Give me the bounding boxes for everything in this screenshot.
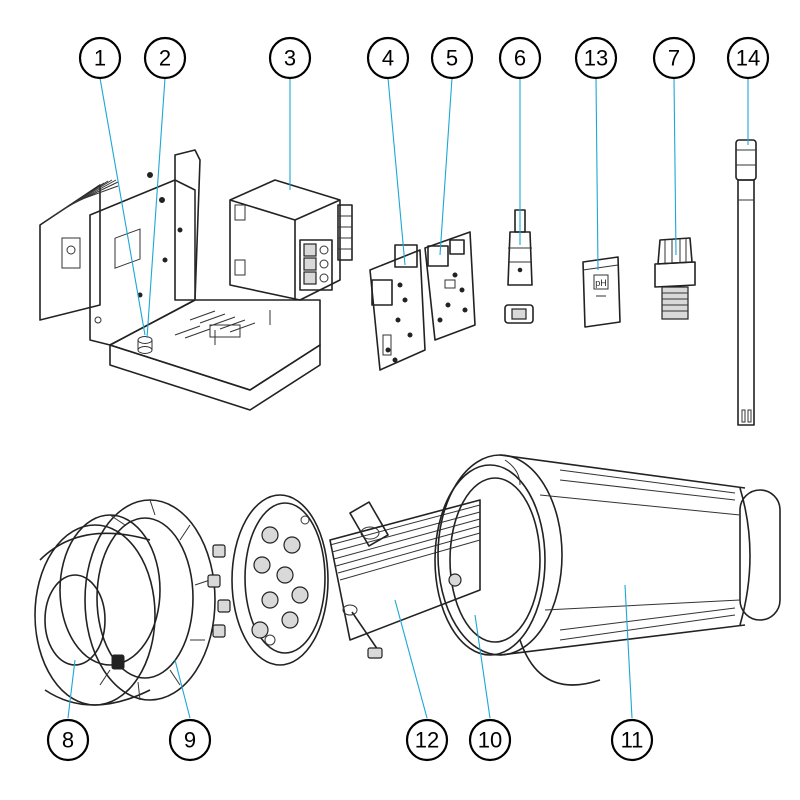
pcb-board-5: [424, 231, 476, 341]
leader-7: [673, 77, 677, 256]
leader-9: [174, 659, 191, 719]
callout-6: 6: [498, 36, 542, 80]
ph-probe-label: pH: [582, 256, 621, 328]
chassis-bracket: [89, 149, 321, 411]
callout-1: 1: [78, 36, 122, 80]
callout-3: 3: [268, 36, 312, 80]
callout-2-label: 2: [159, 46, 171, 71]
callout-5-label: 5: [446, 46, 458, 71]
leader-1: [99, 77, 146, 336]
callout-10: 10: [468, 718, 512, 762]
callout-11: 11: [610, 718, 654, 762]
locking-ring: [84, 499, 216, 701]
transformer-unit: [229, 179, 353, 301]
bolts-nuts: [207, 544, 231, 638]
leader-10: [474, 614, 491, 719]
callout-3-label: 3: [284, 46, 296, 71]
ph-glyph-icon: pH: [595, 278, 607, 288]
callout-1-label: 1: [94, 46, 106, 71]
callout-13: 13: [574, 36, 618, 80]
callout-11-label: 11: [621, 728, 644, 753]
leader-12: [394, 599, 428, 719]
power-connector: [504, 209, 534, 324]
callout-12-label: 12: [415, 728, 439, 753]
callout-8: 8: [46, 718, 90, 762]
callout-14-label: 14: [736, 46, 760, 71]
leader-lines: [67, 77, 749, 719]
callout-9-label: 9: [184, 728, 196, 753]
leader-4: [387, 77, 406, 266]
callout-7: 7: [652, 36, 696, 80]
callout-13-label: 13: [584, 46, 608, 71]
callout-10-label: 10: [478, 728, 502, 753]
cell-housing: [437, 454, 781, 686]
leader-2: [146, 77, 166, 339]
callout-5: 5: [430, 36, 474, 80]
cable-gland: [654, 237, 696, 320]
seal-ring: [434, 464, 546, 656]
pcb-board-4: [369, 244, 426, 371]
callout-2: 2: [143, 36, 187, 80]
callout-12: 12: [405, 718, 449, 762]
leader-8: [67, 659, 76, 719]
callout-14: 14: [726, 36, 770, 80]
leader-5: [439, 77, 453, 256]
callout-6-label: 6: [514, 46, 526, 71]
callout-4-label: 4: [382, 46, 394, 71]
heat-sink: [39, 179, 119, 321]
callout-7-label: 7: [668, 46, 680, 71]
leader-11: [624, 584, 633, 719]
probe-rod: [735, 139, 757, 426]
callout-9: 9: [168, 718, 212, 762]
electrode-disc: [231, 494, 329, 666]
leader-13: [595, 77, 599, 271]
callout-4: 4: [366, 36, 410, 80]
callout-8-label: 8: [62, 728, 74, 753]
